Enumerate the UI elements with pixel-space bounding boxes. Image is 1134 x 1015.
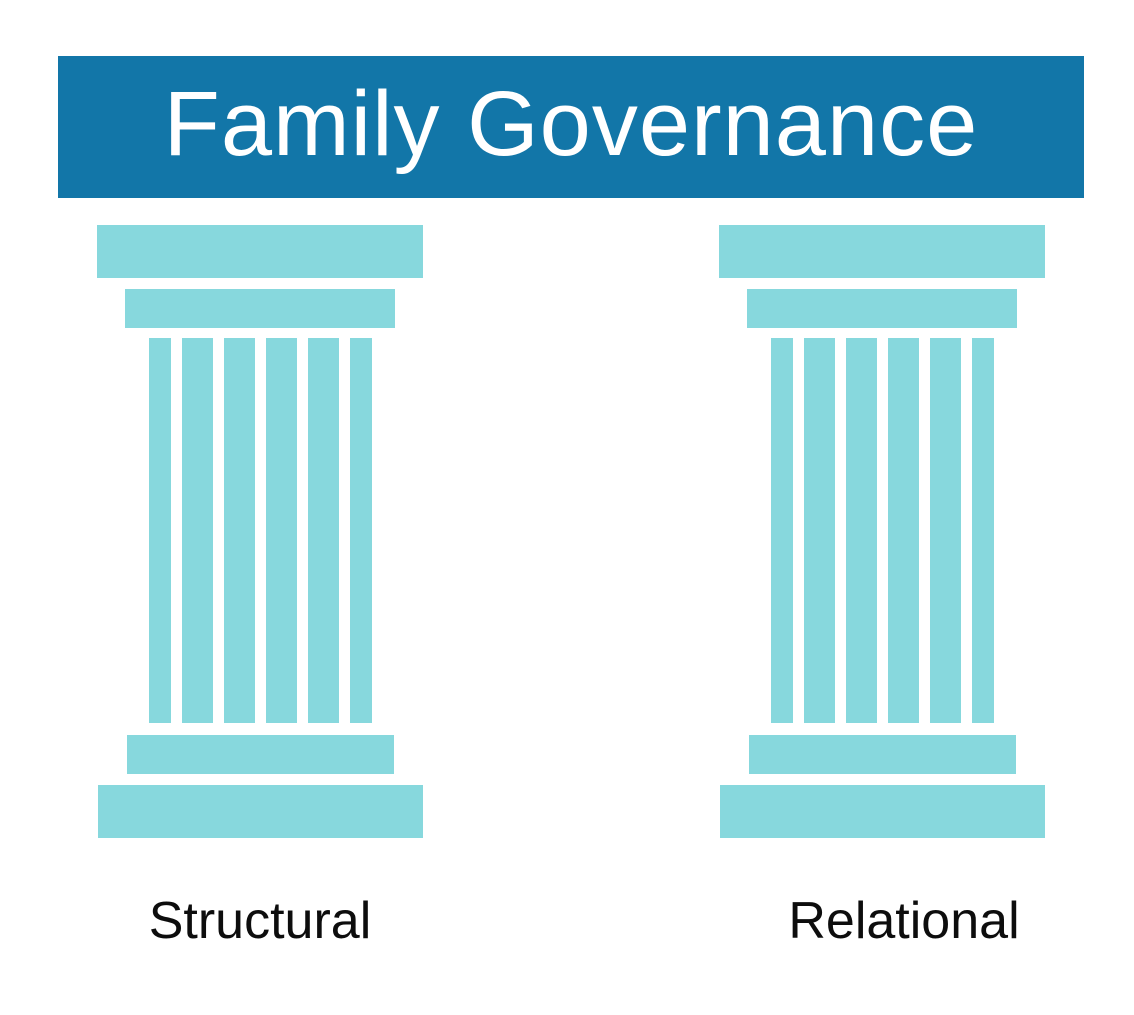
pillar-flute [971, 338, 994, 723]
pillar-capital [747, 289, 1017, 328]
pillar-label-structural: Structural [148, 892, 372, 950]
pillar-flute [887, 338, 919, 723]
pillar-top-cap [97, 225, 423, 278]
pillar-flute [181, 338, 213, 723]
pillar-flute [223, 338, 255, 723]
pillar-label-relational: Relational [788, 892, 1020, 950]
pillar-base [97, 785, 423, 838]
pillar-flute [929, 338, 961, 723]
diagram-title: Family Governance [163, 73, 979, 175]
pillar-shaft [148, 338, 372, 723]
pillar-shaft [770, 338, 994, 723]
pillar-base-capital [126, 735, 394, 774]
pillar-base [719, 785, 1045, 838]
pillar-top-cap [719, 225, 1045, 278]
pillar-base-capital [748, 735, 1016, 774]
pillar-flute [148, 338, 171, 723]
pillar-flute [307, 338, 339, 723]
pillar-graphic-relational [719, 225, 1045, 838]
pillar-capital [125, 289, 395, 328]
pillar-graphic-structural [97, 225, 423, 838]
title-banner: Family Governance [58, 56, 1084, 198]
pillar-flute [265, 338, 297, 723]
pillar-flute [770, 338, 793, 723]
pillar-flute [349, 338, 372, 723]
pillar-flute [803, 338, 835, 723]
pillar-flute [845, 338, 877, 723]
